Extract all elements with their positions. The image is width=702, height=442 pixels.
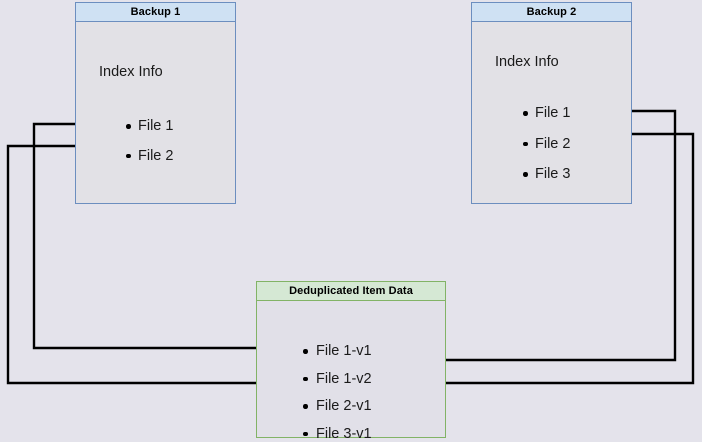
backup-1-header: Backup 1 [76, 3, 235, 22]
list-item[interactable]: File 1 [125, 119, 173, 134]
list-item[interactable]: File 3 [522, 167, 570, 182]
list-item[interactable]: File 2-v1 [302, 399, 372, 414]
list-item[interactable]: File 1-v1 [302, 344, 372, 359]
backup-1-index-info-label: Index Info [99, 64, 163, 80]
list-item[interactable]: File 1-v2 [302, 371, 372, 387]
deduplicated-item-data-header: Deduplicated Item Data [257, 282, 445, 301]
backup-2-file-list: File 1 File 2 File 3 [522, 106, 570, 182]
backup-1-box[interactable]: Backup 1 Index Info File 1 File 2 [75, 2, 236, 204]
deduplicated-item-data-box[interactable]: Deduplicated Item Data File 1-v1 File 1-… [256, 281, 446, 441]
backup-2-index-info-label: Index Info [495, 54, 559, 70]
backup-2-box[interactable]: Backup 2 Index Info File 1 File 2 File 3 [471, 2, 632, 204]
backup-2-header: Backup 2 [472, 3, 631, 22]
backup-1-file-list: File 1 File 2 [125, 119, 173, 163]
list-item[interactable]: File 3-v1 [302, 426, 372, 442]
list-item[interactable]: File 1 [522, 106, 570, 121]
list-item[interactable]: File 2 [522, 136, 570, 152]
deduplicated-file-list: File 1-v1 File 1-v2 File 2-v1 File 3-v1 [302, 344, 372, 441]
list-item[interactable]: File 2 [125, 148, 173, 164]
